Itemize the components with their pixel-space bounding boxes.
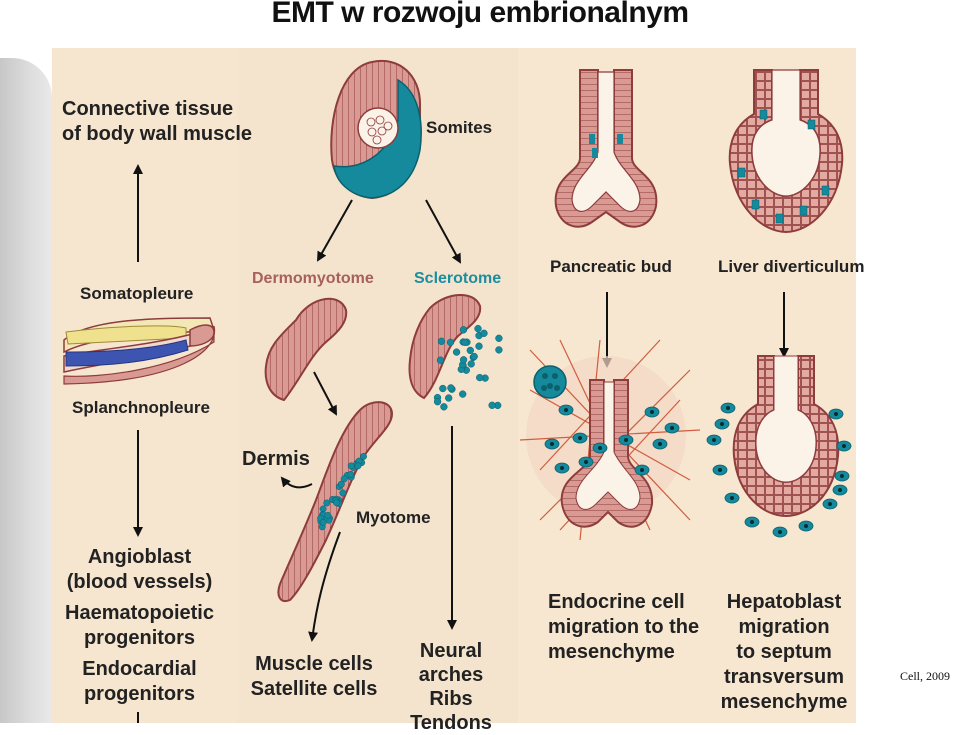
sclerotome-cell bbox=[436, 356, 445, 364]
slide-edge-decoration bbox=[0, 58, 52, 723]
endocrine-cell bbox=[634, 464, 650, 476]
label-connective-tissue: Connective tissue of body wall muscle bbox=[62, 98, 253, 145]
hepatoblast-cell bbox=[828, 408, 844, 420]
hepatoblast-cell bbox=[712, 464, 728, 476]
sclerotome-cell bbox=[495, 346, 503, 354]
sclerotome-cell bbox=[452, 348, 461, 356]
somite-diagram bbox=[330, 59, 422, 200]
myotome-cell bbox=[324, 511, 332, 519]
myotome-cell bbox=[323, 499, 331, 507]
sclerotome-cell bbox=[437, 337, 446, 345]
myotome-cell bbox=[340, 475, 348, 483]
sclerotome-cell bbox=[475, 342, 483, 350]
label-hepatoblast-migration: Hepatoblast migration to septum transver… bbox=[720, 591, 848, 713]
hepatoblast-cell bbox=[714, 418, 730, 430]
right-arrows bbox=[602, 292, 789, 368]
sclerotome-cell bbox=[447, 384, 455, 392]
myotome-cell bbox=[319, 505, 327, 513]
label-somatopleure: Somatopleure bbox=[80, 284, 194, 303]
myotome-cell bbox=[337, 480, 345, 488]
endocrine-cell bbox=[554, 462, 570, 474]
sclerotome-cell bbox=[474, 324, 482, 333]
label-somites: Somites bbox=[426, 118, 493, 137]
myotome-cell bbox=[333, 499, 340, 507]
label-endocrine-migration: Endocrine cell migration to the mesenchy… bbox=[548, 591, 700, 663]
sclerotome-cell bbox=[466, 346, 474, 355]
sclerotome-cell bbox=[461, 338, 469, 346]
sclerotome-cell bbox=[480, 329, 488, 337]
lateral-plate-mesoderm-diagram bbox=[63, 317, 216, 385]
hepatoblast-cell bbox=[772, 526, 788, 538]
panel-lateral-mesoderm bbox=[52, 48, 238, 723]
sclerotome-cell bbox=[459, 326, 468, 334]
myotome-cell bbox=[319, 518, 327, 526]
label-haematopoietic: Haematopoietic progenitors bbox=[65, 602, 214, 649]
label-muscle-cells: Muscle cells Satellite cells bbox=[250, 653, 378, 700]
hepatoblast-cell bbox=[706, 434, 722, 446]
sclerotome-cell bbox=[446, 338, 455, 347]
slide-title: EMT w rozwoju embrionalnym bbox=[271, 0, 689, 29]
myotome-cell bbox=[360, 453, 367, 460]
sclerotome-cell bbox=[433, 398, 442, 406]
endocrine-cell bbox=[572, 432, 588, 444]
endocrine-migration-diagram bbox=[519, 339, 701, 541]
hepatoblast-cell bbox=[744, 516, 760, 528]
label-myotome: Myotome bbox=[356, 508, 431, 527]
sclerotome-cell bbox=[440, 403, 448, 411]
sclerotome-cell bbox=[476, 373, 484, 382]
hepatoblast-cell bbox=[724, 492, 740, 504]
myotome-cell bbox=[347, 470, 355, 478]
liver-diverticulum-diagram bbox=[728, 69, 844, 234]
somite-arrows bbox=[280, 199, 461, 642]
label-angioblast: Angioblast (blood vessels) bbox=[66, 546, 213, 593]
myotome-cell bbox=[339, 489, 347, 497]
hepatoblast-cell bbox=[822, 498, 838, 510]
sclerotome-cell bbox=[459, 390, 467, 398]
hepatoblast-cell bbox=[834, 470, 850, 482]
label-neural-arches: Neural arches Ribs Tendons bbox=[410, 640, 492, 734]
citation: Cell, 2009 bbox=[900, 669, 950, 683]
label-dermis: Dermis bbox=[242, 448, 310, 470]
sclerotome-cell bbox=[488, 401, 496, 409]
hepatoblast-migration-diagram bbox=[706, 355, 852, 538]
sclerotome-cell bbox=[467, 360, 475, 368]
label-dermomyotome: Dermomyotome bbox=[252, 270, 374, 287]
pancreatic-bud-diagram bbox=[554, 69, 658, 228]
endocrine-cell bbox=[544, 438, 560, 450]
sclerotome-cell bbox=[470, 352, 478, 361]
endocrine-cell bbox=[652, 438, 668, 450]
label-liver-diverticulum: Liver diverticulum bbox=[718, 257, 865, 276]
label-sclerotome: Sclerotome bbox=[414, 270, 502, 287]
hepatoblast-cell bbox=[832, 484, 848, 496]
sclerotome-cell bbox=[445, 394, 453, 402]
myotome-cell bbox=[347, 462, 355, 470]
label-endocardial: Endocardial progenitors bbox=[82, 658, 197, 705]
sclerotome-cell bbox=[495, 334, 503, 342]
sclerotome-diagram bbox=[408, 293, 503, 411]
myotome-cell bbox=[354, 462, 362, 470]
hepatoblast-cell bbox=[720, 402, 736, 414]
sclerotome-cell bbox=[439, 384, 447, 393]
endocrine-cell bbox=[664, 422, 680, 434]
endocrine-cell bbox=[618, 434, 634, 446]
endocrine-cell bbox=[644, 406, 660, 418]
hepatoblast-cell bbox=[798, 520, 814, 532]
endocrine-cell bbox=[558, 404, 574, 416]
myotome-diagram bbox=[277, 401, 394, 602]
label-pancreatic-bud: Pancreatic bud bbox=[550, 257, 672, 276]
endocrine-cell bbox=[578, 456, 594, 468]
dermomyotome-diagram bbox=[264, 297, 348, 402]
hepatoblast-cell bbox=[836, 440, 852, 452]
sclerotome-cell bbox=[459, 356, 468, 364]
endocrine-cell bbox=[592, 442, 608, 454]
label-splanchnopleure: Splanchnopleure bbox=[72, 398, 210, 417]
